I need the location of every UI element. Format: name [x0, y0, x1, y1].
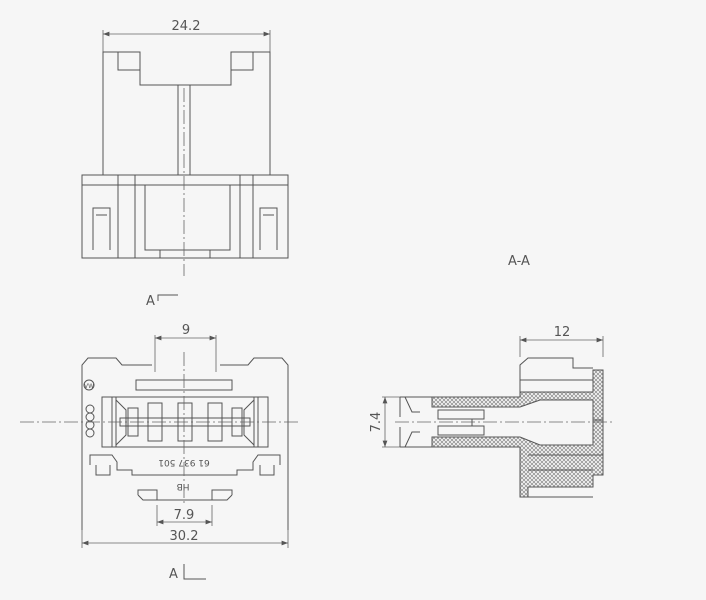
mark-hb: HB [177, 481, 190, 491]
section-title: A-A [508, 254, 530, 269]
bottom-view: 9 VW 7.9 30.2 61 937 501 HB A [20, 323, 300, 582]
section-marker-top: A [146, 294, 155, 309]
section-view: A-A 12 7.4 [369, 254, 612, 498]
top-view: 24.2 A [81, 19, 289, 309]
dimension-30-2: 30.2 [170, 529, 199, 544]
dimension-7-4: 7.4 [369, 412, 384, 433]
svg-text:VW: VW [84, 383, 94, 390]
dimension-12: 12 [554, 325, 571, 340]
dimension-7-9: 7.9 [174, 508, 195, 523]
dimension-24-2: 24.2 [172, 19, 201, 34]
part-number: 61 937 501 [158, 457, 210, 467]
dimension-9: 9 [182, 323, 190, 338]
vw-logo [83, 379, 95, 391]
section-marker-bottom: A [169, 567, 178, 582]
